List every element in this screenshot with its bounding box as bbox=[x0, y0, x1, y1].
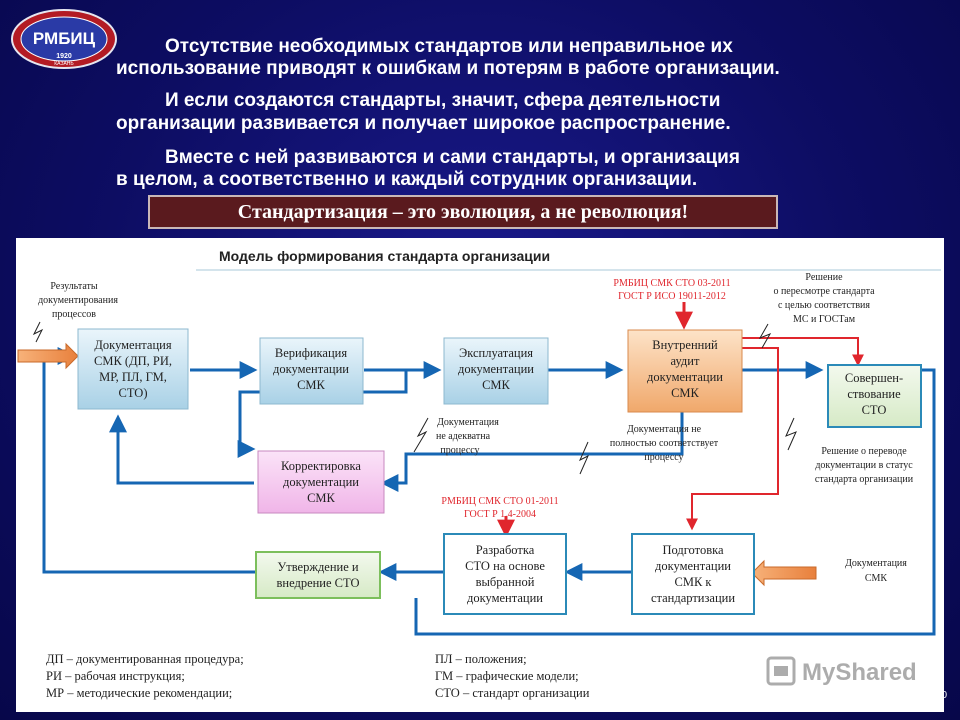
svg-text:РМБИЦ СМК СТО 03-2011: РМБИЦ СМК СТО 03-2011 bbox=[613, 278, 730, 289]
red-flow-lines bbox=[497, 302, 864, 538]
svg-text:аудит: аудит bbox=[671, 354, 700, 368]
svg-text:документации: документации bbox=[458, 362, 534, 376]
box-documentation-smk: Документация СМК (ДП, РИ, МР, ПЛ, ГМ, СТ… bbox=[77, 328, 189, 410]
svg-text:МР – методические рекомендации: МР – методические рекомендации; bbox=[46, 686, 232, 700]
svg-text:ГОСТ Р 1.4-2004: ГОСТ Р 1.4-2004 bbox=[464, 509, 536, 520]
svg-text:Корректировка: Корректировка bbox=[281, 459, 361, 473]
banner-slogan: Стандартизация – это эволюция, а не рево… bbox=[148, 195, 778, 229]
svg-text:с целью соответствия: с целью соответствия bbox=[778, 300, 870, 311]
box-exploitation: Эксплуатация документации СМК bbox=[443, 337, 549, 405]
svg-text:ДП – документированная процеду: ДП – документированная процедура; bbox=[46, 652, 244, 666]
paragraph-1-line-2: использование приводят к ошибкам и потер… bbox=[116, 58, 780, 79]
note-doc-not-full: Документация не полностью соответствует … bbox=[578, 424, 719, 475]
svg-text:Документация: Документация bbox=[437, 417, 499, 428]
svg-text:процессу: процессу bbox=[644, 452, 683, 463]
diagram-panel: Модель формирования стандарта организаци… bbox=[16, 238, 944, 712]
svg-text:процессов: процессов bbox=[52, 309, 96, 320]
note-ref-development: РМБИЦ СМК СТО 01-2011 ГОСТ Р 1.4-2004 bbox=[441, 496, 558, 520]
svg-text:документации: документации bbox=[647, 370, 723, 384]
legend: ДП – документированная процедура; РИ – р… bbox=[46, 652, 590, 700]
note-decision-revise: Решение о пересмотре стандарта с целью с… bbox=[758, 272, 875, 349]
box-preparation: Подготовка документации СМК к стандартиз… bbox=[631, 533, 755, 615]
svg-text:документации: документации bbox=[273, 362, 349, 376]
note-ref-audit: РМБИЦ СМК СТО 03-2011 ГОСТ Р ИСО 19011-2… bbox=[613, 278, 730, 302]
svg-text:Разработка: Разработка bbox=[476, 543, 535, 557]
svg-text:МР, ПЛ, ГМ,: МР, ПЛ, ГМ, bbox=[99, 370, 167, 384]
watermark: MyShared bbox=[766, 656, 917, 686]
paragraph-2-line-2: организации развивается и получает широк… bbox=[116, 113, 731, 134]
logo-city: КАЗАНЬ bbox=[54, 61, 74, 67]
svg-text:Документация: Документация bbox=[845, 558, 907, 569]
box-development: Разработка СТО на основе выбранной докум… bbox=[443, 533, 567, 615]
svg-text:документации: документации bbox=[467, 591, 543, 605]
svg-text:о пересмотре стандарта: о пересмотре стандарта bbox=[773, 286, 875, 297]
box-correction: Корректировка документации СМК bbox=[257, 450, 385, 514]
svg-text:не адекватна: не адекватна bbox=[436, 431, 491, 442]
svg-text:документации: документации bbox=[655, 559, 731, 573]
svg-text:внедрение СТО: внедрение СТО bbox=[276, 576, 359, 590]
svg-text:Утверждение и: Утверждение и bbox=[277, 560, 359, 574]
note-doc-not-adequate: Документация не адекватна процессу bbox=[413, 417, 499, 456]
svg-text:документации: документации bbox=[283, 475, 359, 489]
svg-text:выбранной: выбранной bbox=[476, 575, 535, 589]
svg-text:Решение: Решение bbox=[805, 272, 843, 283]
blue-flow-lines bbox=[42, 347, 936, 636]
box-internal-audit: Внутренний аудит документации СМК bbox=[627, 329, 743, 413]
svg-text:РМБИЦ СМК СТО 01-2011: РМБИЦ СМК СТО 01-2011 bbox=[441, 496, 558, 507]
box-approval: Утверждение и внедрение СТО bbox=[255, 551, 381, 599]
diagram-title: Модель формирования стандарта организаци… bbox=[219, 248, 550, 264]
svg-text:документирования: документирования bbox=[38, 295, 118, 306]
svg-text:стандартизации: стандартизации bbox=[651, 591, 735, 605]
paragraph-1-line-1: Отсутствие необходимых стандартов или не… bbox=[165, 36, 733, 57]
svg-text:СМК: СМК bbox=[482, 378, 510, 392]
svg-text:СМК: СМК bbox=[297, 378, 325, 392]
svg-text:СТО: СТО bbox=[862, 403, 887, 417]
svg-text:ГОСТ Р ИСО 19011-2012: ГОСТ Р ИСО 19011-2012 bbox=[618, 291, 726, 302]
note-input-doc: Документация СМК bbox=[845, 558, 907, 584]
svg-text:СМК: СМК bbox=[671, 386, 699, 400]
box-verification: Верификация документации СМК bbox=[259, 337, 364, 405]
svg-text:ПЛ – положения;: ПЛ – положения; bbox=[435, 652, 527, 666]
input-arrow-right bbox=[751, 559, 817, 587]
svg-text:СТО – стандарт организации: СТО – стандарт организации bbox=[435, 686, 590, 700]
svg-text:Документация: Документация bbox=[94, 338, 171, 352]
svg-text:Внутренний: Внутренний bbox=[652, 338, 718, 352]
svg-text:Эксплуатация: Эксплуатация bbox=[459, 346, 533, 360]
svg-text:СТО): СТО) bbox=[119, 386, 148, 400]
svg-text:Документация не: Документация не bbox=[627, 424, 702, 435]
svg-text:стандарта организации: стандарта организации bbox=[815, 474, 914, 485]
paragraph-3-line-2: в целом, а соответственно и каждый сотру… bbox=[116, 169, 698, 190]
svg-text:СМК к: СМК к bbox=[675, 575, 713, 589]
svg-text:Подготовка: Подготовка bbox=[662, 543, 724, 557]
svg-text:СМК: СМК bbox=[307, 491, 335, 505]
box-improvement: Совершен- ствование СТО bbox=[827, 364, 922, 428]
svg-text:процессу: процессу bbox=[440, 445, 479, 456]
svg-text:РИ – рабочая инструкция;: РИ – рабочая инструкция; bbox=[46, 669, 185, 683]
svg-text:ГМ – графические модели;: ГМ – графические модели; bbox=[435, 669, 579, 683]
note-decision-transfer: Решение о переводе документации в статус… bbox=[785, 417, 914, 485]
input-arrow-left bbox=[17, 342, 79, 370]
organization-logo: РМБИЦ 1920 КАЗАНЬ bbox=[11, 9, 117, 69]
paragraph-2-line-1: И если создаются стандарты, значит, сфер… bbox=[165, 90, 721, 111]
note-input-results: Результаты документирования процессов bbox=[32, 281, 118, 343]
logo-year: 1920 bbox=[56, 53, 72, 60]
svg-text:MyShared: MyShared bbox=[802, 659, 917, 686]
slide-number: 10 bbox=[936, 690, 948, 701]
logo-text: РМБИЦ bbox=[33, 29, 96, 48]
svg-text:СТО на основе: СТО на основе bbox=[465, 559, 545, 573]
paragraph-3-line-1: Вместе с ней развиваются и сами стандарт… bbox=[165, 147, 740, 168]
svg-text:Совершен-: Совершен- bbox=[845, 371, 903, 385]
svg-text:МС и ГОСТам: МС и ГОСТам bbox=[793, 314, 856, 325]
svg-text:Верификация: Верификация bbox=[275, 346, 347, 360]
svg-text:документации в статус: документации в статус bbox=[815, 460, 913, 471]
svg-text:СМК (ДП, РИ,: СМК (ДП, РИ, bbox=[94, 354, 172, 368]
svg-text:ствование: ствование bbox=[847, 387, 901, 401]
svg-text:полностью соответствует: полностью соответствует bbox=[610, 438, 719, 449]
process-diagram: Модель формирования стандарта организаци… bbox=[17, 248, 941, 700]
svg-text:Результаты: Результаты bbox=[50, 281, 98, 292]
svg-text:Решение о переводе: Решение о переводе bbox=[821, 446, 907, 457]
svg-text:СМК: СМК bbox=[865, 573, 888, 584]
